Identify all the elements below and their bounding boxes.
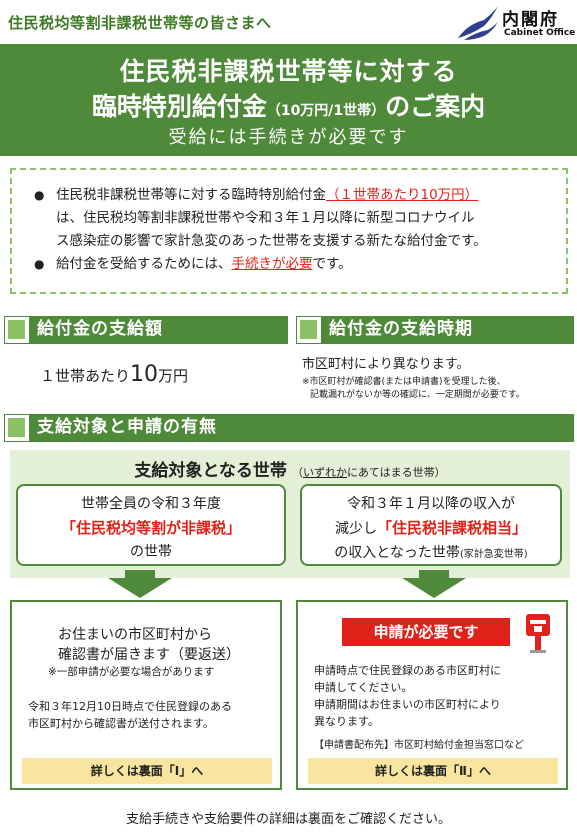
heading-bar — [321, 317, 573, 343]
arrow-stem-left — [125, 570, 155, 580]
box2-small: (家計急変世帯) — [459, 549, 528, 560]
amount-heading-label: 給付金の支給額 — [37, 319, 163, 339]
arrow-down-left-icon — [108, 578, 172, 598]
arrow-down-right-icon — [402, 578, 466, 598]
result2-l2: 申請してください。 — [314, 681, 413, 694]
intro-item-1: ● 住民税非課税世帯等に対する臨時特別給付金（１世帯あたり10万円） は、住民税… — [34, 184, 556, 253]
title-banner: 住民税非課税世帯等に対する 臨時特別給付金（10万円/1世帯）のご案内 受給には… — [0, 44, 577, 156]
logo-name: 内閣府 — [502, 10, 559, 30]
banner-line3: 受給には手続きが必要です — [168, 127, 409, 148]
heading-square-icon — [300, 320, 317, 339]
banner-line1: 住民税非課税世帯等に対する — [119, 57, 458, 86]
result2-note: 【申請書配布先】市区町村給付金担当窓口など — [314, 740, 524, 751]
logo-subtitle: Cabinet Office — [504, 28, 576, 38]
intro-1a: 住民税非課税世帯等に対する臨時特別給付金 — [56, 187, 326, 203]
heading-square-icon — [8, 320, 25, 339]
banner-line2-b: のご案内 — [385, 92, 486, 121]
banner-line2-small: （10万円/1世帯） — [266, 103, 386, 119]
amount-text: １世帯あたり10万円 — [40, 362, 188, 387]
target-heading-label: 支給対象と申請の有無 — [37, 417, 217, 437]
bullet-icon: ● — [34, 257, 45, 271]
result1-l4: 令和３年12月10日時点で住民登録のある — [28, 700, 232, 713]
subtitle-underline: いずれか — [303, 466, 348, 479]
result2-l4: 異なります。 — [314, 715, 379, 728]
banner-line2-a: 臨時特別給付金 — [91, 92, 267, 121]
intro-1c: ス感染症の影響で家計急変のあった世帯を支援する新たな給付金です。 — [56, 233, 487, 249]
target-box-1: 世帯全員の令和３年度 「住民税均等割が非課税」 の世帯 — [16, 484, 286, 566]
top-bar: 住民税均等割非課税世帯等の皆さまへ 内閣府 Cabinet Office — [0, 0, 577, 44]
heading-bar — [29, 415, 573, 441]
amount-b: 万円 — [158, 367, 189, 385]
result1-line1: お住まいの市区町村から — [58, 627, 212, 643]
timing-heading: 給付金の支給時期 — [296, 316, 574, 344]
cabinet-office-logo: 内閣府 Cabinet Office — [454, 4, 576, 42]
intro-item-2: ● 給付金を受給するためには、手続きが必要です。 — [34, 253, 556, 276]
result2-l3: 申請期間はお住まいの市区町村により — [314, 698, 501, 711]
target-title: 支給対象となる世帯 （いずれかにあてはまる世帯） — [10, 456, 570, 481]
subtitle-a: （ — [292, 466, 304, 479]
box2-line3: の収入となった世帯(家計急変世帯) — [302, 541, 560, 567]
result-box-2: 申請が必要です 申請時点で住民登録のある市区町村に 申請してください。 申請期間… — [296, 600, 568, 790]
result2-text: 申請時点で住民登録のある市区町村に 申請してください。 申請期間はお住まいの市区… — [314, 662, 501, 730]
box2-line3-text: の収入となった世帯 — [334, 545, 460, 561]
heading-bar — [29, 317, 287, 343]
amount-heading: 給付金の支給額 — [4, 316, 288, 344]
result1-l5: 市区町村から確認書が送付されます。 — [28, 717, 214, 730]
box1-line1: 世帯全員の令和３年度 — [81, 496, 221, 512]
box1-red: 「住民税均等割が非課税」 — [60, 519, 241, 537]
subtitle-b: にあてはまる世帯） — [347, 466, 446, 479]
intro-1-red: （１世帯あたり10万円） — [326, 187, 479, 203]
result1-line2: 確認書が届きます（要返送） — [58, 647, 240, 663]
result1-line4: 令和３年12月10日時点で住民登録のある市区町村から確認書が送付されます。 — [28, 698, 232, 732]
box2-red: 「住民税非課税相当」 — [376, 519, 527, 537]
amount-a: １世帯あたり — [40, 367, 131, 385]
audience-heading: 住民税均等割非課税世帯等の皆さまへ — [8, 14, 272, 32]
amount-big: 10 — [130, 362, 159, 387]
box2-line2: 減少し「住民税非課税相当」 — [302, 516, 560, 541]
result1-line3: ※一部申請が必要な場合があります — [48, 666, 215, 678]
target-heading: 支給対象と申請の有無 — [4, 414, 574, 442]
details-back-i-button[interactable]: 詳しくは裏面「Ⅰ」へ — [22, 758, 272, 784]
details-back-ii-button[interactable]: 詳しくは裏面「Ⅱ」へ — [308, 758, 558, 784]
box2-line1: 令和３年１月以降の収入が — [347, 496, 515, 512]
target-title-text: 支給対象となる世帯 — [134, 461, 287, 481]
timing-heading-label: 給付金の支給時期 — [329, 319, 473, 339]
arrow-stem-right — [419, 570, 449, 580]
box2-line2-a: 減少し — [334, 521, 377, 537]
timing-text: 市区町村により異なります。 — [302, 357, 470, 372]
intro-2-red: 手続きが必要 — [231, 256, 313, 272]
timing-note: ※市区町村が確認書(または申請書)を受理した後、記載漏れがないか等の確認に、一定… — [302, 376, 525, 402]
timing-note-1: ※市区町村が確認書(または申請書)を受理した後、 — [302, 377, 506, 387]
heading-square-icon — [8, 418, 25, 437]
intro-box: ● 住民税非課税世帯等に対する臨時特別給付金（１世帯あたり10万円） は、住民税… — [10, 168, 568, 294]
target-panel: 支給対象となる世帯 （いずれかにあてはまる世帯） 世帯全員の令和３年度 「住民税… — [10, 450, 570, 578]
intro-2a: 給付金を受給するためには、 — [56, 256, 232, 272]
box1-line3: の世帯 — [130, 544, 172, 560]
target-box-2: 令和３年１月以降の収入が 減少し「住民税非課税相当」 の収入となった世帯(家計急… — [300, 484, 562, 566]
intro-1b: は、住民税均等割非課税世帯や令和３年１月以降に新型コロナウイル — [56, 210, 475, 226]
chrysanthemum-logo-icon — [458, 6, 498, 40]
footer-note: 支給手続きや支給要件の詳細は裏面をご確認ください。 — [125, 812, 451, 827]
result2-l1: 申請時点で住民登録のある市区町村に — [314, 664, 501, 677]
target-subtitle: （いずれかにあてはまる世帯） — [292, 466, 446, 479]
application-required-badge: 申請が必要です — [342, 618, 510, 646]
result-box-1: お住まいの市区町村から 確認書が届きます（要返送） ※一部申請が必要な場合があり… — [10, 600, 282, 790]
timing-note-2: 記載漏れがないか等の確認に、一定期間が必要です。 — [310, 390, 525, 400]
bullet-icon: ● — [34, 188, 45, 202]
intro-2b: です。 — [312, 256, 352, 272]
mailbox-icon — [526, 614, 550, 653]
banner-line2: 臨時特別給付金（10万円/1世帯）のご案内 — [0, 87, 577, 123]
